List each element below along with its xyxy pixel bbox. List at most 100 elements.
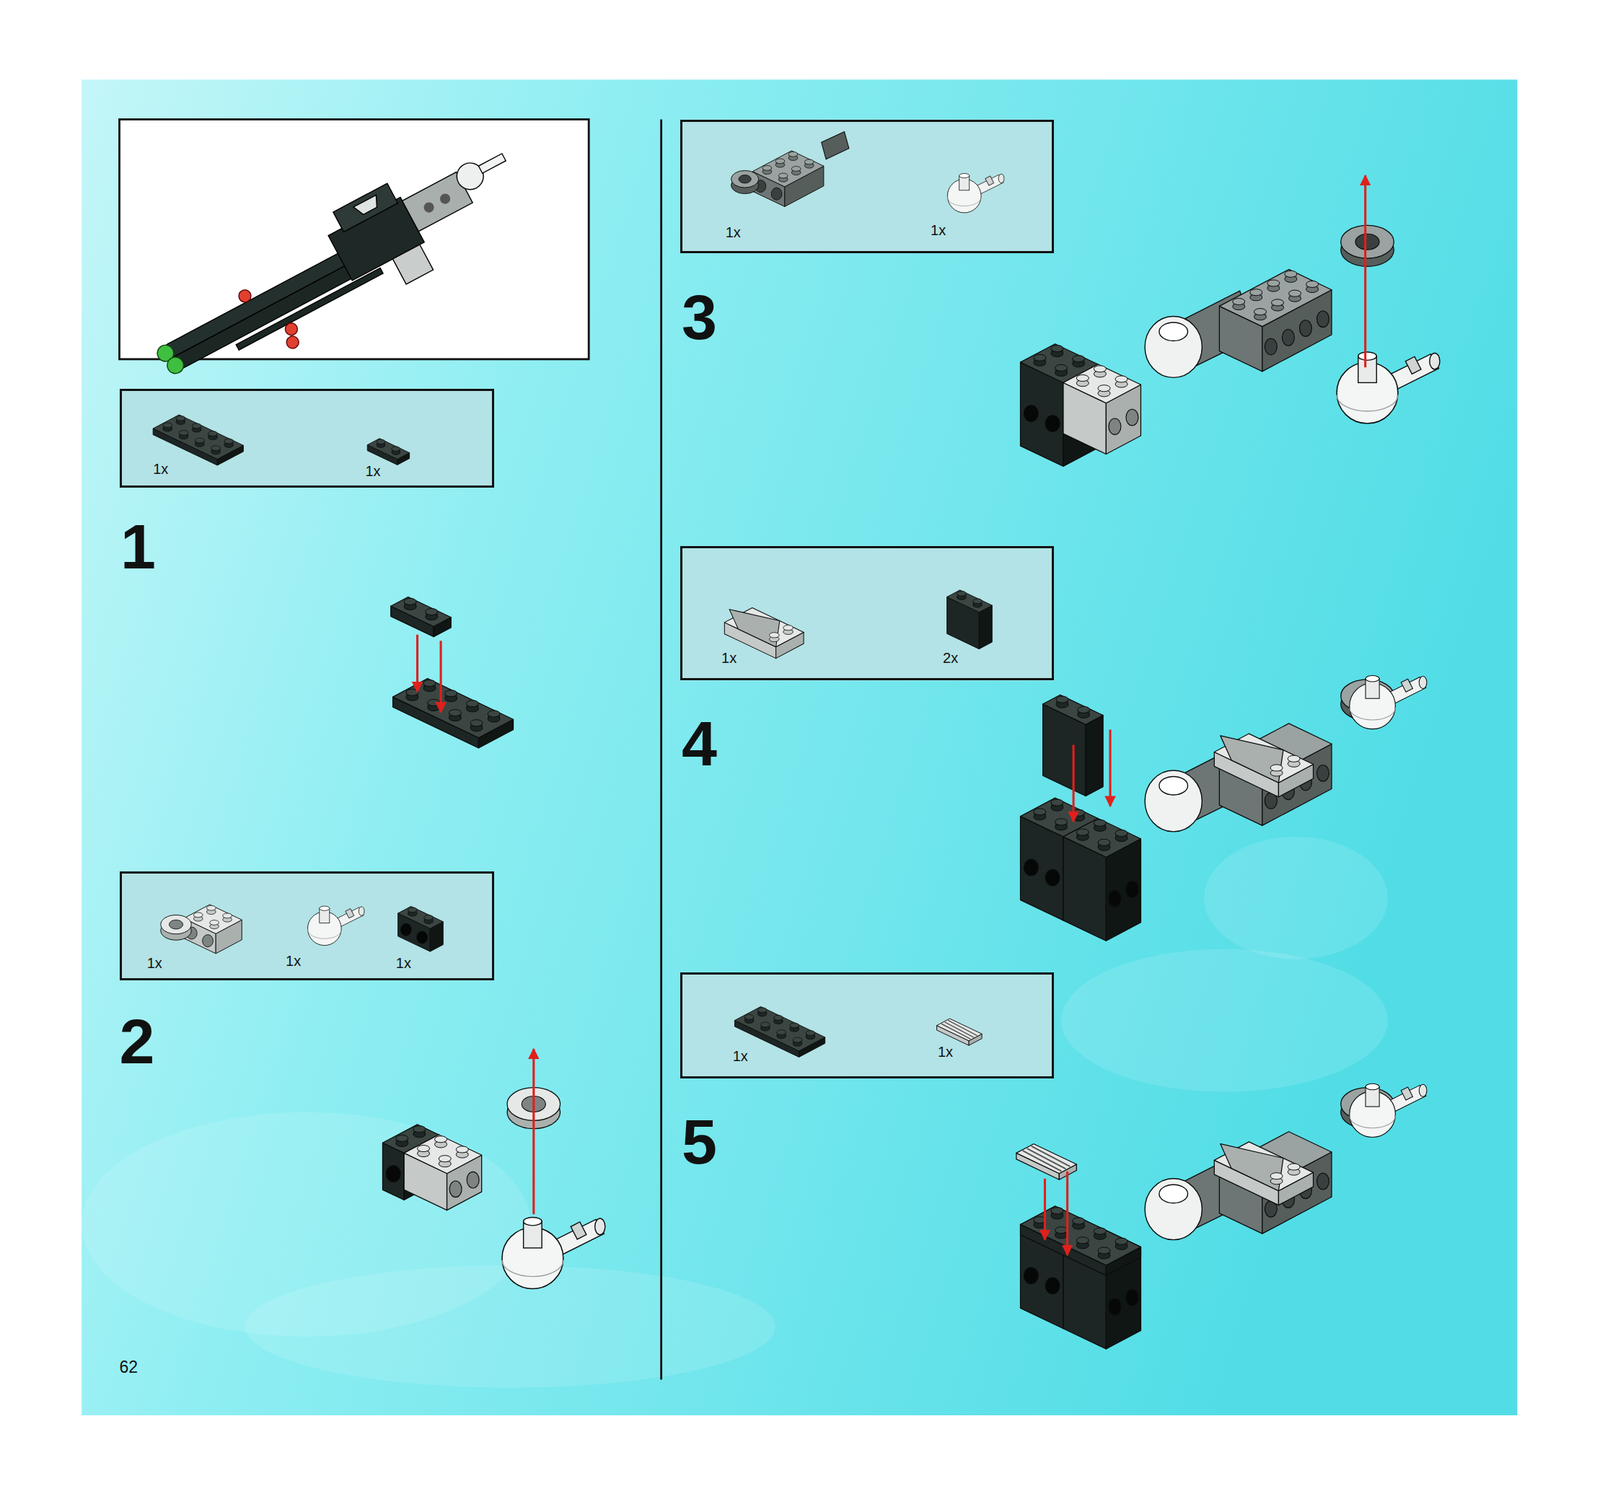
illustration-part	[1020, 1206, 1142, 1266]
illustration-part	[466, 700, 479, 707]
illustration-part	[1349, 707, 1396, 720]
illustration-part	[783, 625, 794, 631]
illustration-part	[1022, 1150, 1062, 1171]
illustration-part	[1045, 1277, 1060, 1295]
illustration-part	[998, 173, 1005, 183]
illustration-part	[1020, 225, 1395, 467]
illustration-part	[1051, 345, 1064, 353]
illustration-part	[1066, 1171, 1069, 1256]
illustration-part	[163, 422, 173, 428]
illustration-part	[1115, 829, 1128, 837]
illustration-part	[1023, 405, 1039, 423]
illustration-part	[821, 131, 850, 159]
illustration-part	[775, 158, 785, 164]
illustration-part	[1061, 949, 1388, 1093]
illustration-part	[1033, 808, 1046, 816]
illustration-part	[1045, 869, 1060, 886]
part-count: 2x	[942, 649, 958, 667]
illustration-part	[1232, 297, 1246, 305]
illustration-part	[1289, 289, 1302, 297]
part-count: 1x	[732, 1048, 749, 1065]
parts-callout-box: 1x2x	[680, 546, 1054, 681]
parts-callout-box: 1x1x	[680, 972, 1054, 1079]
illustration-part	[502, 1217, 606, 1290]
illustration-part	[176, 415, 186, 421]
illustration-part	[160, 904, 242, 954]
illustration-part	[1400, 678, 1413, 692]
illustration-part	[448, 709, 461, 717]
illustration-part	[1016, 1144, 1077, 1174]
illustration-part	[757, 1007, 767, 1013]
part-count: 1x	[285, 952, 301, 970]
illustration-part	[595, 1218, 606, 1235]
illustration-part	[416, 931, 428, 944]
illustration-part	[502, 1260, 564, 1277]
illustration-part	[178, 430, 189, 436]
illustration-part	[466, 1171, 479, 1189]
illustration-part	[345, 908, 355, 919]
illustration-part	[1108, 418, 1122, 435]
illustration-part	[1020, 1083, 1427, 1349]
illustration-part	[1341, 225, 1395, 259]
illustration-part	[1076, 1237, 1089, 1244]
illustration-part	[1336, 394, 1399, 412]
illustration-part	[947, 196, 982, 206]
illustration-part	[1299, 320, 1312, 337]
illustration-part	[956, 590, 966, 596]
illustration-part	[1144, 770, 1202, 832]
parts-callout-box: 1x1x	[680, 119, 1054, 254]
illustration-part	[724, 608, 804, 648]
step-number: 4	[681, 711, 718, 776]
step-number: 5	[681, 1110, 718, 1174]
illustration-part	[191, 423, 202, 429]
illustration-part	[390, 597, 451, 627]
illustration-part	[680, 546, 1054, 681]
illustration-part	[407, 907, 417, 913]
illustration-part	[1253, 308, 1267, 316]
illustration-part	[1072, 1217, 1085, 1225]
illustration-part	[792, 1037, 803, 1043]
illustration-part	[937, 1018, 983, 1046]
illustration-part	[1429, 352, 1440, 370]
illustration-part	[206, 905, 216, 911]
illustration-part	[1220, 735, 1284, 783]
illustration-part	[1097, 385, 1111, 392]
illustration-part	[1108, 729, 1111, 806]
illustration-part	[1316, 310, 1329, 328]
illustration-part	[1051, 1207, 1064, 1215]
illustration-part	[523, 1217, 542, 1226]
illustration-part	[393, 678, 514, 738]
illustration-part	[119, 119, 590, 360]
illustration-part	[1316, 1172, 1329, 1190]
illustration-part	[195, 437, 205, 443]
illustration-part	[734, 1006, 825, 1052]
illustration-part	[119, 871, 495, 981]
illustration-part	[209, 920, 220, 926]
part-count: 1x	[930, 222, 946, 239]
illustration-part	[778, 173, 788, 179]
illustration-part	[152, 414, 244, 466]
illustration-part	[791, 166, 801, 172]
illustration-part	[1056, 696, 1069, 703]
illustration-part	[455, 1146, 469, 1153]
illustration-part	[1097, 838, 1111, 846]
illustration-part	[1115, 1237, 1128, 1245]
illustration-part	[403, 1134, 482, 1174]
illustration-part	[423, 680, 436, 687]
illustration-part	[1031, 1146, 1071, 1167]
part-count: 1x	[152, 460, 169, 478]
illustration-part	[1264, 338, 1277, 355]
illustration-part	[1355, 233, 1380, 250]
part-count: 1x	[365, 463, 381, 480]
illustration-part	[284, 333, 301, 351]
illustration-part	[1418, 675, 1427, 689]
illustration-part	[417, 1145, 430, 1153]
illustration-part	[1267, 279, 1280, 287]
illustration-part	[1405, 356, 1422, 374]
illustration-part	[367, 438, 410, 466]
illustration-part	[358, 906, 365, 916]
illustration-part	[1108, 890, 1122, 907]
illustration-part	[804, 159, 814, 165]
